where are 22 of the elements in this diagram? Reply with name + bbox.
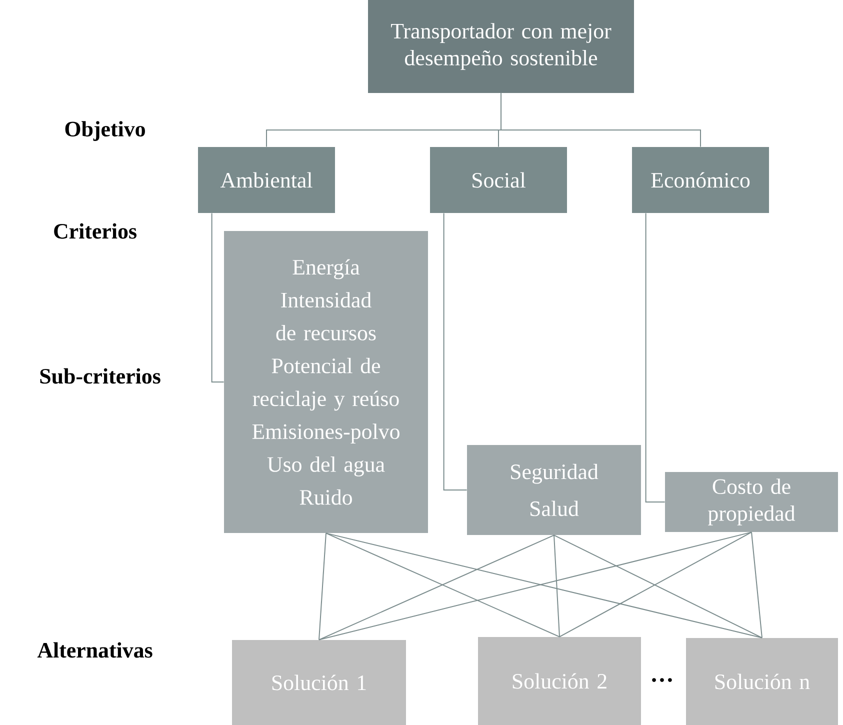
ellipsis: ··· xyxy=(652,678,672,682)
alternative-box: Solución 2 xyxy=(478,637,641,725)
connector-line xyxy=(443,212,468,490)
connector-line xyxy=(751,532,762,638)
sub-criteria-box: Energía Intensidad de recursos Potencial de reciclaje y reúso Emisiones-polvo Uso del agua Ruido xyxy=(224,231,428,533)
alternative-box: Solución n xyxy=(686,638,838,725)
connector-line xyxy=(645,212,666,502)
criterion-box: Social xyxy=(430,147,567,213)
level-label: Criterios xyxy=(54,223,136,239)
criterion-box: Económico xyxy=(632,147,769,213)
goal-box: Transportador con mejor desempeño sostenible xyxy=(368,0,634,93)
connector-line xyxy=(318,532,326,640)
level-label: Alternativas xyxy=(37,642,152,658)
connector-line xyxy=(211,212,224,382)
level-label: Objetivo xyxy=(65,121,145,141)
alternative-box: Solución 1 xyxy=(232,640,406,725)
criterion-box: Ambiental xyxy=(198,147,335,213)
sub-criteria-box: Costo de propiedad xyxy=(665,472,838,532)
level-label: Sub-criterios xyxy=(40,368,160,384)
connector-line xyxy=(554,534,560,638)
connector-line xyxy=(500,92,701,148)
sub-criteria-box: Seguridad Salud xyxy=(467,445,641,535)
